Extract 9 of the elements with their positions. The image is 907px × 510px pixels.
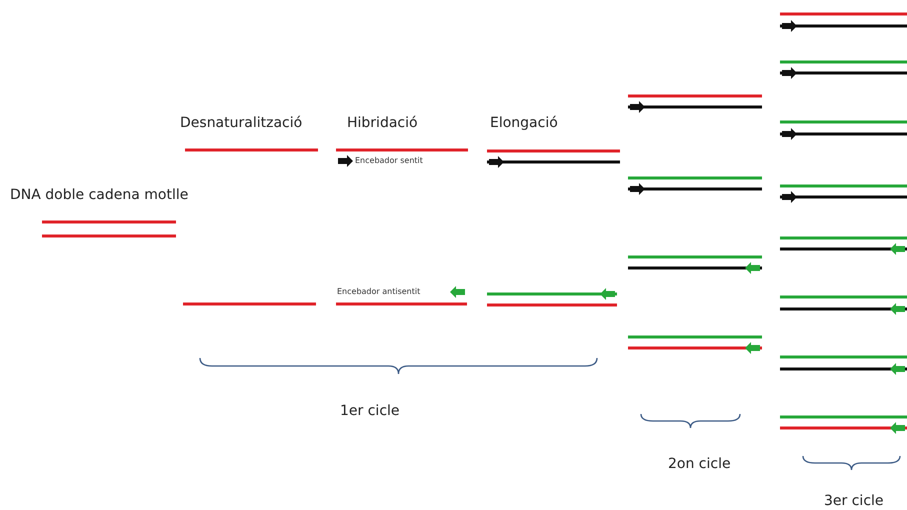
primer-label: Encebador sentit [355,156,423,166]
step-heading: Desnaturalització [180,114,302,132]
cycle-label: 2on cicle [668,455,731,473]
template-label: DNA doble cadena motlle [10,186,188,204]
step-heading: Elongació [490,114,558,132]
step-heading: Hibridació [347,114,418,132]
cycle-label: 1er cicle [340,402,400,420]
primer-label: Encebador antisentit [337,287,420,297]
cycle-label: 3er cicle [824,492,884,510]
